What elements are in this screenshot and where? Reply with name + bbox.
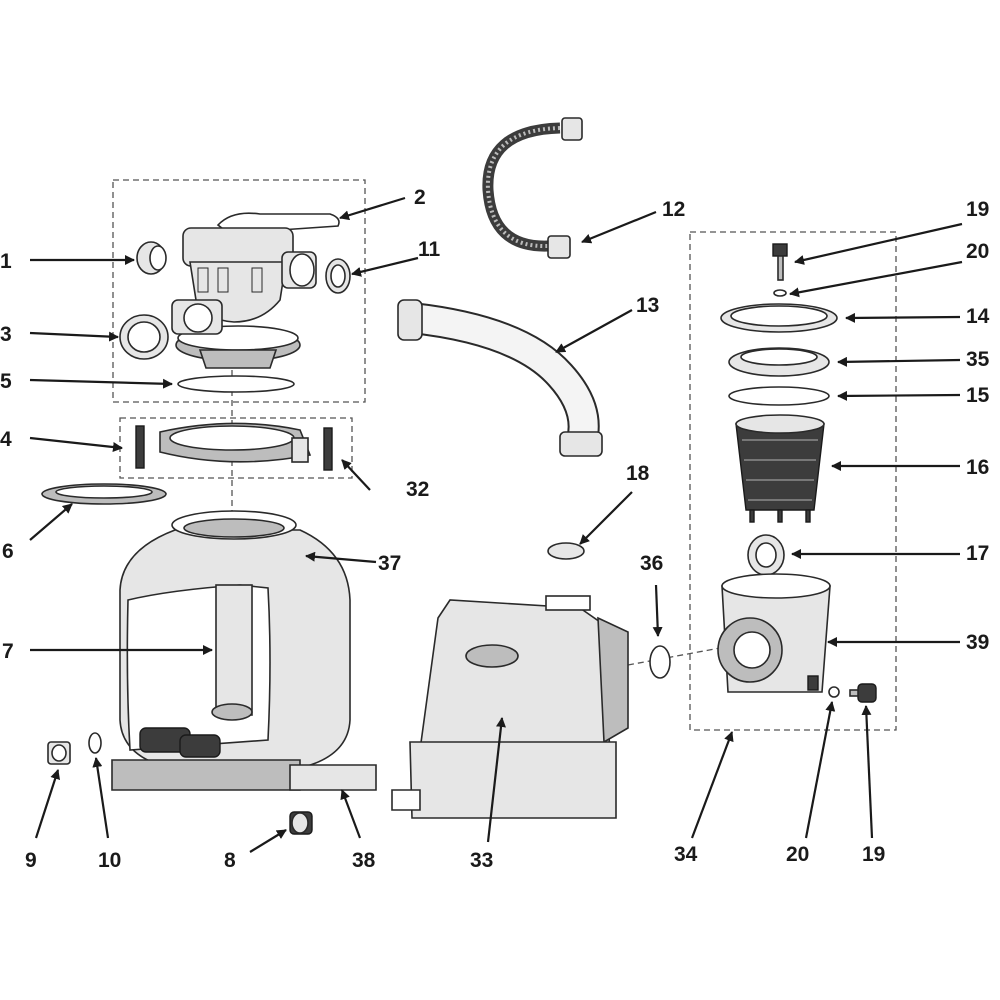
label-12: 12	[662, 198, 685, 221]
label-16: 16	[966, 456, 989, 479]
washer-part-20-bottom	[828, 686, 840, 698]
label-20-top: 20	[966, 240, 989, 263]
cap-part-1	[136, 241, 167, 275]
label-18: 18	[626, 462, 650, 485]
label-9: 9	[25, 849, 37, 872]
valve-part-19-top	[772, 243, 788, 281]
basket-part-16	[735, 414, 825, 523]
label-19-top: 19	[966, 198, 989, 221]
label-5: 5	[0, 370, 12, 393]
label-2: 2	[414, 186, 426, 209]
label-32: 32	[406, 478, 429, 501]
hose-part-13	[397, 299, 603, 457]
label-33: 33	[470, 849, 493, 872]
oring-part-15	[728, 386, 830, 406]
label-4: 4	[0, 428, 12, 451]
pump-motor-part-33	[391, 595, 629, 819]
label-3: 3	[0, 323, 12, 346]
label-39: 39	[966, 631, 989, 654]
label-7: 7	[2, 640, 14, 663]
label-1: 1	[0, 250, 12, 273]
washer-part-20-top	[773, 289, 787, 297]
washer-part-10	[88, 732, 102, 754]
cap-nut-part-3	[119, 314, 169, 360]
strainer-housing-part-39	[717, 573, 831, 693]
oring-part-5	[177, 375, 295, 393]
label-17: 17	[966, 542, 989, 565]
label-20-bottom: 20	[786, 843, 809, 866]
filter-tank	[111, 510, 377, 791]
multiport-valve	[171, 212, 340, 369]
clamp-part-32-4	[135, 422, 333, 471]
label-14: 14	[966, 305, 990, 328]
label-15: 15	[966, 384, 990, 407]
label-38: 38	[352, 849, 376, 872]
label-11: 11	[418, 238, 441, 261]
gasket-part-36	[649, 645, 671, 679]
part-number-labels: 1 2 3 5 4 6 7 9 10 8 38 11 12 13 18 32 3…	[0, 186, 990, 872]
pump-axis-line	[627, 647, 721, 666]
hose-part-12	[482, 117, 583, 259]
label-35: 35	[966, 348, 990, 371]
label-10: 10	[98, 849, 121, 872]
label-13: 13	[636, 294, 659, 317]
label-36: 36	[640, 552, 663, 575]
oring-part-11	[325, 258, 351, 294]
drain-part-19-bottom	[849, 683, 877, 703]
oring-part-17	[747, 534, 785, 576]
lid-part-35	[728, 347, 830, 377]
valve-group-box	[112, 179, 366, 403]
oring-part-18	[547, 542, 585, 560]
diffuser-part-6	[41, 483, 167, 505]
drain-plug-part-8	[289, 811, 313, 835]
nut-part-9	[47, 741, 71, 765]
label-37: 37	[378, 552, 401, 575]
label-6: 6	[2, 540, 14, 563]
label-19-bottom: 19	[862, 843, 885, 866]
leader-arrows	[29, 196, 963, 853]
label-34: 34	[674, 843, 698, 866]
lock-ring-part-14	[720, 303, 838, 333]
label-8: 8	[224, 849, 236, 872]
strainer-group-box	[689, 231, 897, 731]
